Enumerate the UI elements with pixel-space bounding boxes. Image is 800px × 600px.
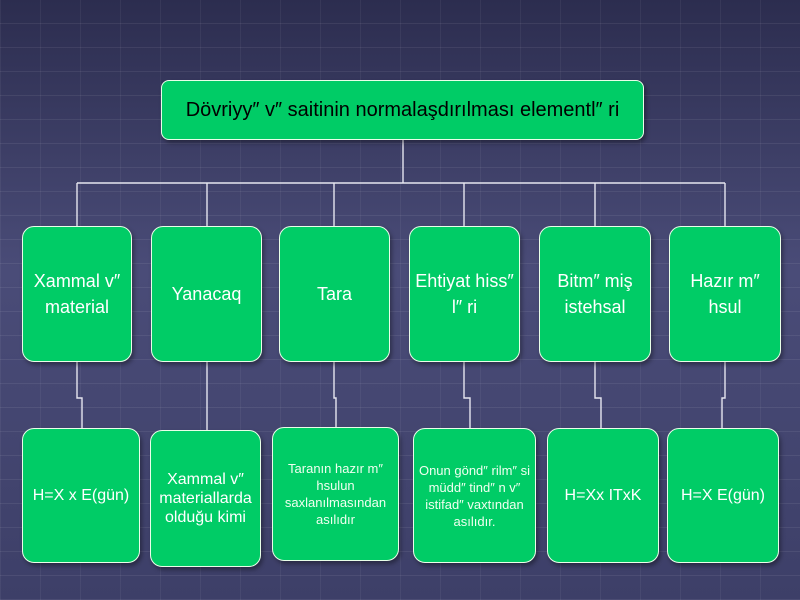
category-box-6: Hazır m″ hsul <box>669 226 781 362</box>
connector-link-1 <box>76 362 83 428</box>
detail-box-3: Taranın hazır m″ hsulun saxlanılmasından… <box>272 427 399 561</box>
detail-text: H=X x E(gün) <box>32 487 130 504</box>
detail-box-4: Onun gönd″ rilm″ si müdd″ tind″ n v″ ist… <box>413 428 536 563</box>
category-label: Ehtiyat hiss″ l″ ri <box>415 271 514 317</box>
connector-link-3 <box>333 362 337 427</box>
connector-link-4 <box>463 362 471 428</box>
detail-box-2: Xammal v″ materiallarda olduğu kimi <box>150 430 261 567</box>
detail-box-5: H=Xx ITxK <box>547 428 659 563</box>
detail-text: Xammal v″ materiallarda olduğu kimi <box>159 471 252 526</box>
detail-text: H=X E(gün) <box>680 487 766 504</box>
category-label: Yanacaq <box>171 284 242 304</box>
category-box-2: Yanacaq <box>151 226 262 362</box>
category-label: Tara <box>316 284 352 304</box>
category-box-4: Ehtiyat hiss″ l″ ri <box>409 226 520 362</box>
diagram-title: Dövriyy″ v″ saitinin normalaşdırılması e… <box>185 99 620 121</box>
category-box-1: Xammal v″ material <box>22 226 132 362</box>
diagram-title-box: Dövriyy″ v″ saitinin normalaşdırılması e… <box>161 80 644 140</box>
detail-box-6: H=X E(gün) <box>667 428 779 563</box>
category-label: Xammal v″ material <box>33 271 121 317</box>
connector-link-6 <box>721 362 726 428</box>
detail-text: Taranın hazır m″ hsulun saxlanılmasından… <box>284 461 387 527</box>
category-box-3: Tara <box>279 226 390 362</box>
connector-link-5 <box>594 362 602 428</box>
category-label: Hazır m″ hsul <box>690 271 760 317</box>
detail-box-1: H=X x E(gün) <box>22 428 140 563</box>
detail-text: Onun gönd″ rilm″ si müdd″ tind″ n v″ ist… <box>418 462 531 529</box>
category-label: Bitm″ miş istehsal <box>557 271 633 317</box>
detail-text: H=Xx ITxK <box>564 487 642 504</box>
category-box-5: Bitm″ miş istehsal <box>539 226 651 362</box>
